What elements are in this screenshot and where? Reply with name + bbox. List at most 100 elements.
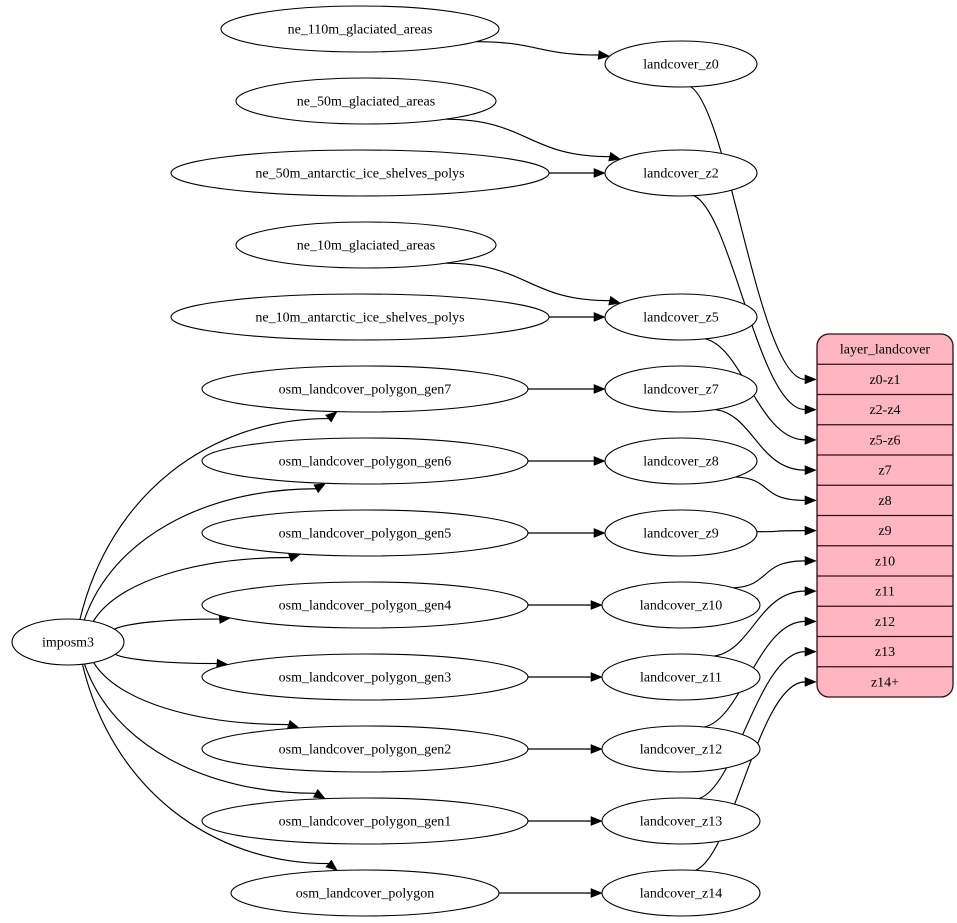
edge-arrowhead xyxy=(590,672,603,682)
node-label: osm_landcover_polygon_gen6 xyxy=(279,455,452,470)
node-landcover_z13[interactable]: landcover_z13 xyxy=(601,797,761,845)
node-label: ne_110m_glaciated_areas xyxy=(288,23,433,38)
node-ne_110m_glaciated_areas[interactable]: ne_110m_glaciated_areas xyxy=(220,5,500,53)
edge-arrowhead xyxy=(804,495,817,506)
node-label: landcover_z14 xyxy=(640,887,722,902)
node-landcover_z12[interactable]: landcover_z12 xyxy=(601,725,761,773)
edge-landcover_z14-to-layer_landcover-z14+ xyxy=(695,681,806,871)
node-osm_landcover_polygon_gen4[interactable]: osm_landcover_polygon_gen4 xyxy=(201,581,529,629)
node-imposm3[interactable]: imposm3 xyxy=(11,618,125,666)
table-row-label: z9 xyxy=(878,524,891,539)
node-label: landcover_z10 xyxy=(640,599,722,614)
node-landcover_z7[interactable]: landcover_z7 xyxy=(604,365,758,413)
edge-arrowhead xyxy=(804,435,817,445)
table-row-label: z12 xyxy=(875,615,895,630)
edge-arrowhead xyxy=(804,525,817,536)
edge-arrowhead xyxy=(590,600,603,610)
node-shape-source-table xyxy=(201,509,529,557)
node-label: landcover_z5 xyxy=(643,311,718,326)
edge-imposm3-to-osm_landcover_polygon_gen4 xyxy=(114,618,220,630)
edge-arrowhead xyxy=(804,374,817,385)
edge-arrowhead xyxy=(804,677,817,687)
node-shape-source-table xyxy=(170,149,550,197)
node-shape-view xyxy=(604,365,758,413)
node-osm_landcover_polygon_gen6[interactable]: osm_landcover_polygon_gen6 xyxy=(201,437,529,485)
edge-landcover_z11-to-layer_landcover-z11 xyxy=(713,590,806,657)
node-label: landcover_z13 xyxy=(640,815,722,830)
node-osm_landcover_polygon_gen1[interactable]: osm_landcover_polygon_gen1 xyxy=(201,797,529,845)
node-landcover_z8[interactable]: landcover_z8 xyxy=(604,437,758,485)
node-osm_landcover_polygon_gen2[interactable]: osm_landcover_polygon_gen2 xyxy=(201,725,529,773)
node-label: landcover_z12 xyxy=(640,743,722,758)
node-shape-source-table xyxy=(235,221,497,269)
node-landcover_z0[interactable]: landcover_z0 xyxy=(604,40,758,88)
node-landcover_z11[interactable]: landcover_z11 xyxy=(601,653,761,701)
edge-ne_10m_glaciated_areas-to-landcover_z5 xyxy=(445,262,610,302)
edge-arrowhead xyxy=(804,556,817,566)
node-label: landcover_z7 xyxy=(643,383,718,398)
node-shape-view xyxy=(601,869,761,917)
node-shape-view xyxy=(601,797,761,845)
table-row-label: z5-z6 xyxy=(869,433,900,448)
node-landcover_z9[interactable]: landcover_z9 xyxy=(604,509,758,557)
node-ne_50m_antarctic_ice_shelves_polys[interactable]: ne_50m_antarctic_ice_shelves_polys xyxy=(170,149,550,197)
node-label: ne_10m_glaciated_areas xyxy=(297,239,435,254)
edge-arrowhead xyxy=(804,586,817,596)
node-landcover_z14[interactable]: landcover_z14 xyxy=(601,869,761,917)
node-shape-source-table xyxy=(235,77,497,125)
node-osm_landcover_polygon[interactable]: osm_landcover_polygon xyxy=(230,869,500,917)
node-shape-source-table xyxy=(201,581,529,629)
edge-arrowhead xyxy=(325,859,338,872)
table-row-label: z11 xyxy=(875,585,895,600)
edge-landcover_z9-to-layer_landcover-z9 xyxy=(756,530,806,533)
nodes-layer: ne_110m_glaciated_areas ne_50m_glaciated_… xyxy=(11,5,761,917)
table-row-label: z2-z4 xyxy=(869,403,900,418)
node-landcover_z5[interactable]: landcover_z5 xyxy=(604,293,758,341)
edges-layer xyxy=(79,41,817,898)
node-shape-view xyxy=(601,653,761,701)
node-ne_10m_glaciated_areas[interactable]: ne_10m_glaciated_areas xyxy=(235,221,497,269)
edge-arrowhead xyxy=(590,816,603,826)
node-ne_10m_antarctic_ice_shelves_polys[interactable]: ne_10m_antarctic_ice_shelves_polys xyxy=(170,293,550,341)
node-label: ne_50m_glaciated_areas xyxy=(297,95,435,110)
node-osm_landcover_polygon_gen3[interactable]: osm_landcover_polygon_gen3 xyxy=(201,653,529,701)
node-landcover_z10[interactable]: landcover_z10 xyxy=(601,581,761,629)
node-osm_landcover_polygon_gen5[interactable]: osm_landcover_polygon_gen5 xyxy=(201,509,529,557)
node-label: osm_landcover_polygon xyxy=(296,887,434,902)
edge-arrowhead xyxy=(804,404,817,415)
node-ne_50m_glaciated_areas[interactable]: ne_50m_glaciated_areas xyxy=(235,77,497,125)
node-shape-source-table xyxy=(201,797,529,845)
edge-arrowhead xyxy=(593,528,606,538)
table-row-label: z7 xyxy=(878,464,891,479)
table-row-label: z8 xyxy=(878,494,891,509)
table-row-label: z13 xyxy=(875,645,895,660)
edge-arrowhead xyxy=(593,384,606,394)
node-shape-source-table xyxy=(201,725,529,773)
node-shape-importer xyxy=(11,618,125,666)
node-label: osm_landcover_polygon_gen1 xyxy=(279,815,452,830)
edge-imposm3-to-osm_landcover_polygon_gen1 xyxy=(83,663,316,794)
edge-arrowhead xyxy=(590,888,603,898)
node-shape-source-table xyxy=(201,365,529,413)
edge-imposm3-to-osm_landcover_polygon_gen2 xyxy=(93,662,289,726)
table-row-label: z10 xyxy=(875,554,895,569)
node-shape-view xyxy=(601,725,761,773)
edge-imposm3-to-osm_landcover_polygon_gen6 xyxy=(83,488,317,621)
node-label: landcover_z2 xyxy=(643,167,718,182)
node-osm_landcover_polygon_gen7[interactable]: osm_landcover_polygon_gen7 xyxy=(201,365,529,413)
node-shape-view xyxy=(604,293,758,341)
node-shape-source-table xyxy=(201,437,529,485)
layer-landcover-table-header: layer_landcover xyxy=(840,343,931,358)
node-landcover_z2[interactable]: landcover_z2 xyxy=(604,149,758,197)
node-shape-source-table xyxy=(220,5,500,53)
node-shape-source-table xyxy=(201,653,529,701)
edge-landcover_z8-to-layer_landcover-z8 xyxy=(735,476,806,501)
node-label: ne_10m_antarctic_ice_shelves_polys xyxy=(255,311,464,326)
node-shape-view xyxy=(604,149,758,197)
edge-arrowhead xyxy=(597,50,611,60)
node-shape-view xyxy=(604,509,758,557)
edge-landcover_z7-to-layer_landcover-z7 xyxy=(715,408,806,471)
node-label: osm_landcover_polygon_gen3 xyxy=(279,671,452,686)
edge-arrowhead xyxy=(590,744,603,754)
node-label: osm_landcover_polygon_gen5 xyxy=(279,527,452,542)
